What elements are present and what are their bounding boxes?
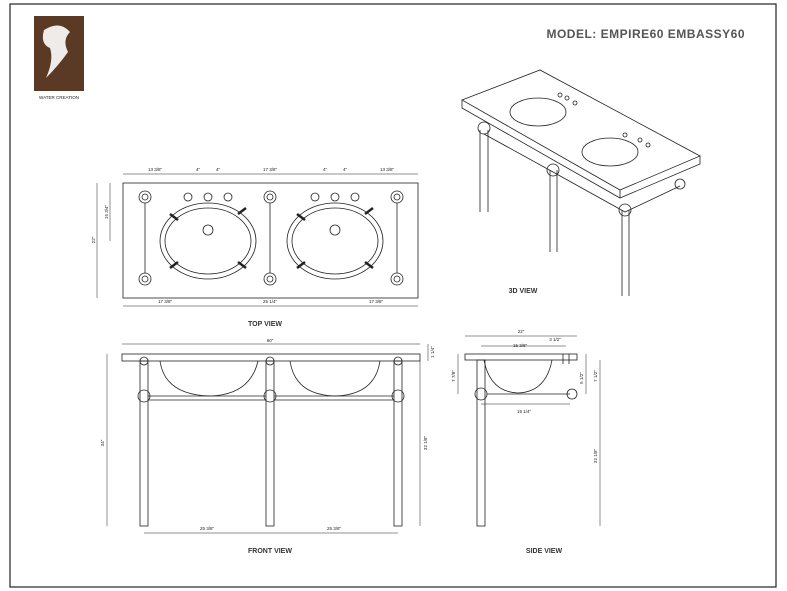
top-leg-inner — [393, 275, 401, 283]
dim-top-left: 13 3/8" — [148, 167, 163, 172]
dim-front-height: 34" — [100, 439, 105, 446]
top-drain-right — [329, 224, 341, 236]
front-view — [106, 343, 429, 534]
logo-figure — [42, 25, 70, 79]
top-basin-right-outer — [286, 202, 384, 280]
3d-top-surface — [461, 69, 701, 191]
3d-top-edge — [461, 100, 701, 199]
faucet-hole — [350, 192, 360, 202]
top-leg-inner — [266, 193, 274, 201]
top-leg-inner — [393, 193, 401, 201]
model-label: MODEL: EMPIRE60 EMBASSY60 — [546, 27, 745, 41]
faucet-hole — [203, 192, 213, 202]
dim-side-bottom: 15 1/4" — [517, 409, 532, 414]
top-basin-left-inner — [164, 207, 252, 275]
dim-top-4c: 4" — [323, 167, 328, 172]
faucet-hole — [183, 192, 193, 202]
dim-front-top-thick: 1 1/4" — [430, 346, 435, 358]
logo-text: WATER CREATION — [39, 95, 79, 100]
dim-top-mid: 17 3/8" — [263, 167, 278, 172]
top-view-label: TOP VIEW — [248, 321, 282, 328]
faucet-hole — [310, 192, 320, 202]
top-view-outline — [122, 182, 419, 299]
three-d-view-label: 3D VIEW — [509, 288, 538, 295]
3d-basin-left — [509, 97, 567, 127]
dim-front-bottom-right: 25 3/8" — [327, 526, 342, 531]
top-leg — [390, 190, 404, 204]
dim-side-top-b: 15 3/8" — [513, 343, 528, 348]
dim-front-leg-height: 32 1/8" — [423, 436, 428, 451]
faucet-hole — [223, 192, 233, 202]
faucet-hole — [330, 192, 340, 202]
top-basin-right-inner — [291, 207, 379, 275]
top-view-dims: 13 3/8" 4" 4" 17 3/8" 4" 4" 13 3/8" 15 3… — [91, 167, 394, 328]
sheet-border — [9, 3, 777, 588]
dim-top-4a: 4" — [196, 167, 201, 172]
side-basin — [483, 359, 553, 394]
side-view — [457, 335, 601, 527]
dim-bottom-right: 17 3/8" — [369, 299, 384, 304]
dim-left-inner: 15 3/4" — [104, 205, 109, 220]
side-view-dims: 22" 3 1/2" 15 3/8" 7 7/8" 5 1/2" 7 1/2" … — [451, 329, 598, 555]
dim-side-top-a: 3 1/2" — [549, 337, 561, 342]
dim-top-right: 13 3/8" — [380, 167, 395, 172]
dim-side-right-b: 7 1/2" — [593, 370, 598, 382]
dim-side-left: 7 7/8" — [451, 370, 456, 382]
top-leg — [263, 272, 277, 286]
top-drain-left — [202, 224, 214, 236]
3d-basin-right — [581, 137, 639, 167]
dim-top-4b: 4" — [216, 167, 221, 172]
side-view-label: SIDE VIEW — [526, 548, 563, 555]
dim-side-right-a: 5 1/2" — [579, 372, 584, 384]
top-leg-inner — [141, 193, 149, 201]
front-basin-right — [289, 360, 381, 397]
brand-logo: WATER CREATION — [34, 16, 84, 100]
dim-side-overall: 22" — [518, 329, 525, 334]
top-leg-inner — [266, 275, 274, 283]
dim-front-overall: 60" — [267, 338, 274, 343]
top-leg — [263, 190, 277, 204]
dim-top-4d: 4" — [343, 167, 348, 172]
dim-bottom-mid: 25 1/4" — [263, 299, 278, 304]
top-leg — [390, 272, 404, 286]
front-view-dims: 60" 1 1/4" 34" 32 1/8" 25 3/8" 25 3/8" F… — [100, 338, 435, 555]
top-leg-inner — [141, 275, 149, 283]
top-view — [96, 173, 419, 307]
top-basin-left-outer — [159, 202, 257, 280]
front-basin-left — [159, 360, 259, 397]
top-leg — [138, 190, 152, 204]
dim-left-outer: 22" — [91, 236, 96, 243]
front-view-label: FRONT VIEW — [248, 548, 292, 555]
dim-front-bottom-left: 25 3/8" — [200, 526, 215, 531]
dim-side-height: 32 1/8" — [593, 449, 598, 464]
dim-bottom-left: 17 3/8" — [158, 299, 173, 304]
top-leg — [138, 272, 152, 286]
three-d-view — [461, 69, 701, 296]
side-top — [464, 353, 578, 361]
